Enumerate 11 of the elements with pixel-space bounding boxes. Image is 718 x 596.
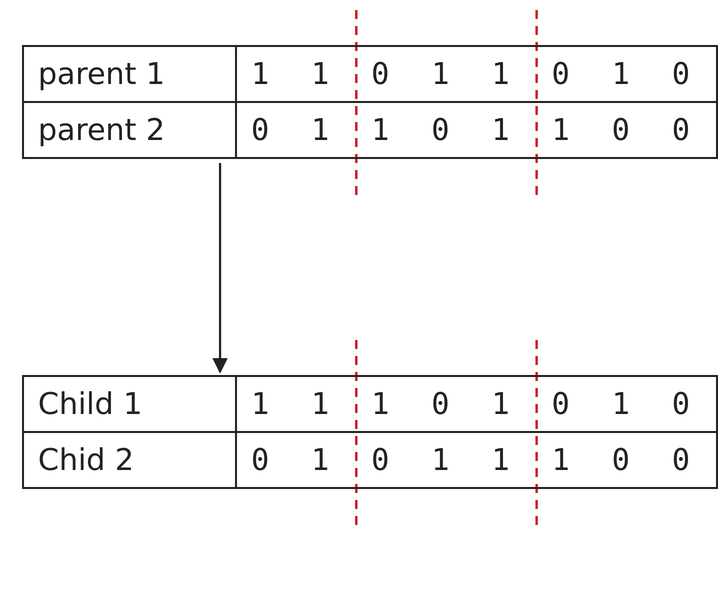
bit-string: 1 1 0 1 1 0 1 0: [236, 46, 717, 102]
bit-string: 0 1 1 0 1 1 0 0: [236, 102, 717, 158]
data-table: [22, 45, 718, 159]
row-label: parent 1: [23, 46, 236, 102]
row-label: Child 1: [23, 376, 236, 432]
row-label: parent 2: [23, 102, 236, 158]
row-label: Chid 2: [23, 432, 236, 488]
bit-string: 0 1 0 1 1 1 0 0: [236, 432, 717, 488]
arrow: [212, 163, 228, 374]
data-table: [22, 375, 718, 489]
bit-string: 1 1 1 0 1 0 1 0: [236, 376, 717, 432]
